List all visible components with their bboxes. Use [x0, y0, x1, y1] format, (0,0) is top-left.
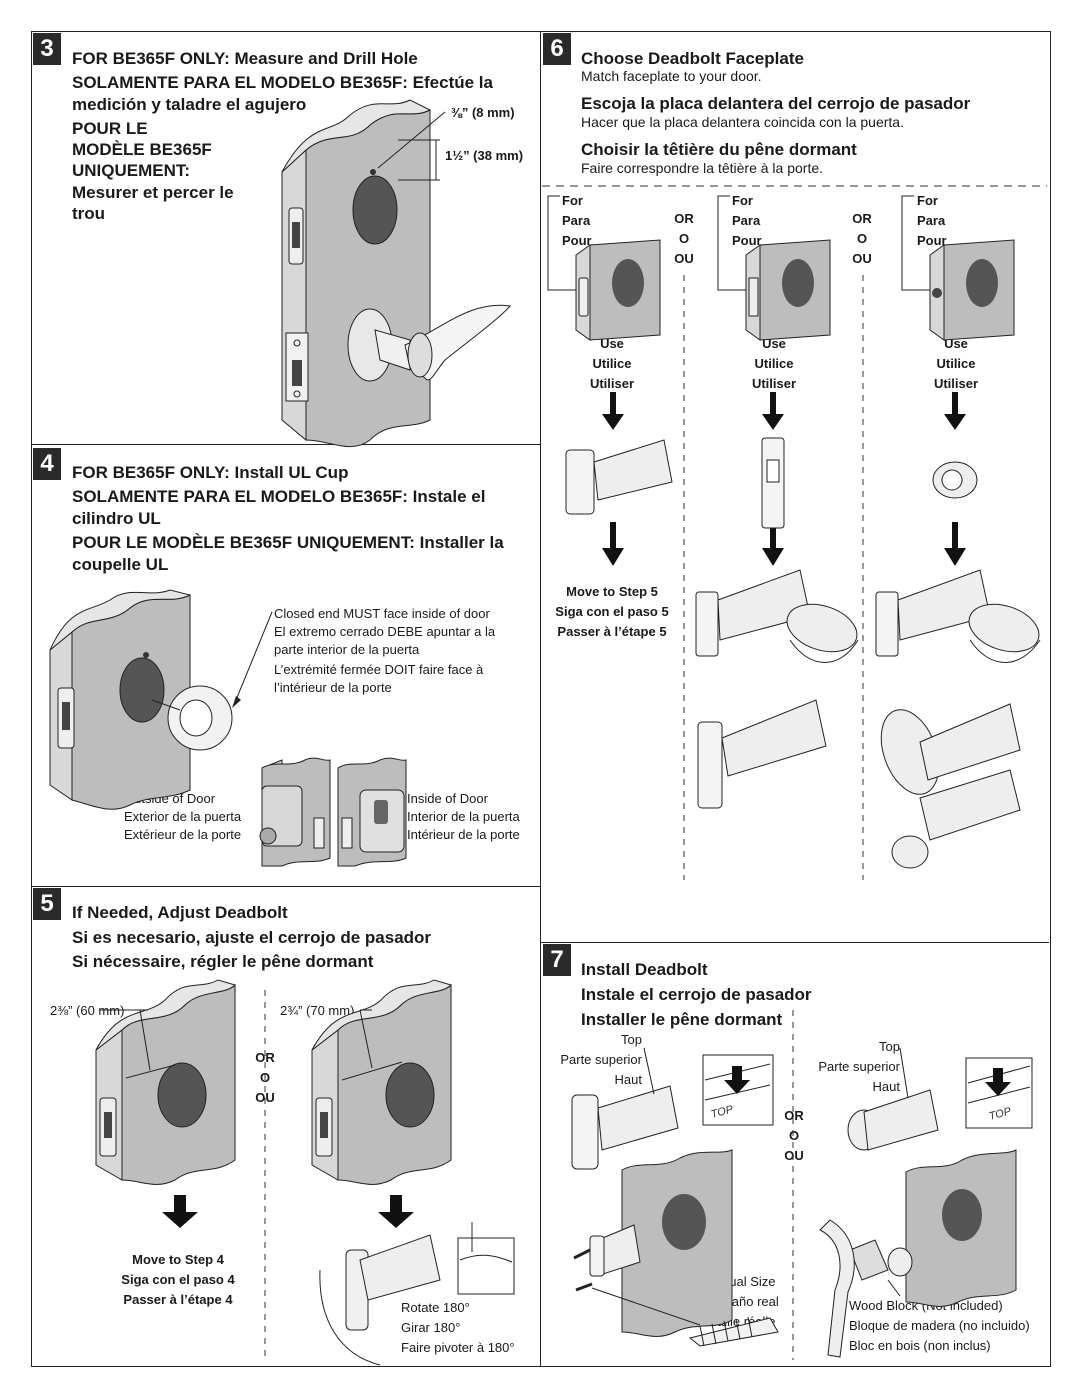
step-6-title-en: Choose Deadbolt Faceplate	[581, 49, 804, 68]
rotate-label: Rotate 180° Girar 180° Faire pivoter à 1…	[401, 1300, 515, 1355]
top-label-left: Top Parte superior Haut	[560, 1032, 642, 1087]
step-6-title-fr: Choisir la têtière du pêne dormant	[581, 140, 857, 159]
step-3-title-fr-2: MODÈLE BE365F	[72, 140, 212, 159]
step-5-number: 5	[33, 888, 61, 920]
option-1-for: For Para Pour	[562, 193, 592, 248]
step-7-title-fr: Installer le pêne dormant	[581, 1010, 783, 1029]
step-6-or-2: OR O OU	[852, 211, 872, 266]
step-4-title-fr: POUR LE MODÈLE BE365F UNIQUEMENT: Instal…	[72, 533, 504, 552]
option-3-for: For Para Pour	[917, 193, 947, 248]
step-7-or: OR O OU	[784, 1108, 804, 1163]
step-3-title-fr-4: Mesurer et percer le	[72, 183, 234, 202]
step-6-move-to-step: Move to Step 5 Siga con el paso 5 Passer…	[555, 584, 669, 639]
step-4-title-es: SOLAMENTE PARA EL MODELO BE365F: Instale…	[72, 487, 486, 506]
step-3-title-es: SOLAMENTE PARA EL MODELO BE365F: Efectúe…	[72, 73, 493, 92]
step-3-number: 3	[33, 33, 61, 65]
step-3-title-en: FOR BE365F ONLY: Measure and Drill Hole	[72, 49, 418, 68]
step-3-title-es-2: medición y taladre el agujero	[72, 95, 307, 114]
step-3-title-fr-5: trou	[72, 204, 106, 223]
column-divider	[540, 31, 541, 1366]
divider-3-4	[31, 444, 541, 445]
dim-hole-label: ⅜” (8 mm)	[451, 105, 515, 120]
divider-4-5	[31, 886, 541, 887]
step-6-or-1: OR O OU	[674, 211, 694, 266]
inside-of-door-label: Inside of Door Interior de la puerta Int…	[407, 791, 520, 842]
dim-offset-label: 1½” (38 mm)	[445, 148, 524, 163]
top-stamp-right: TOP	[988, 1105, 1013, 1123]
top-label-right: Top Parte superior Haut	[818, 1039, 900, 1094]
step-5-title-es: Si es necesario, ajuste el cerrojo de pa…	[72, 928, 432, 947]
wood-block-label: Wood Block (Not included) Bloque de made…	[849, 1298, 1030, 1353]
step-6-sub-en: Match faceplate to your door.	[581, 68, 762, 84]
step-6-title-es: Escoja la placa delantera del cerrojo de…	[581, 94, 971, 113]
step-3-title-fr-3: UNIQUEMENT:	[72, 161, 191, 180]
step-6-sub-fr: Faire correspondre la têtière à la porte…	[581, 160, 824, 176]
step-4-number: 4	[33, 448, 61, 480]
top-stamp-left: TOP	[710, 1103, 735, 1121]
step-4-title-en: FOR BE365F ONLY: Install UL Cup	[72, 463, 349, 482]
step-5-title-en: If Needed, Adjust Deadbolt	[72, 903, 288, 922]
option-2-for: For Para Pour	[732, 193, 762, 248]
step-7-title-es: Instale el cerrojo de pasador	[581, 985, 812, 1004]
step-5-move-to-step: Move to Step 4 Siga con el paso 4 Passer…	[121, 1252, 235, 1307]
step-3-title-fr-1: POUR LE	[72, 119, 148, 138]
option-1-use: Use Utilice Utiliser	[589, 336, 635, 391]
step-5-title-fr: Si nécessaire, régler le pêne dormant	[72, 952, 374, 971]
step-4-title-es-2: cilindro UL	[72, 509, 161, 528]
page-frame	[31, 31, 1051, 1367]
step-7-title-en: Install Deadbolt	[581, 960, 708, 979]
dim-70mm-label: 2¾” (70 mm)	[280, 1003, 355, 1018]
step-6-sub-es: Hacer que la placa delantera coincida co…	[581, 114, 904, 130]
dim-60mm-label: 2⅜” (60 mm)	[50, 1003, 125, 1018]
step-7-number: 7	[543, 944, 571, 976]
step-6-number: 6	[543, 33, 571, 65]
step-4-note: Closed end MUST face inside of door El e…	[274, 606, 496, 695]
step-4-title-fr-2: coupelle UL	[72, 555, 169, 574]
divider-6-7	[540, 942, 1049, 943]
